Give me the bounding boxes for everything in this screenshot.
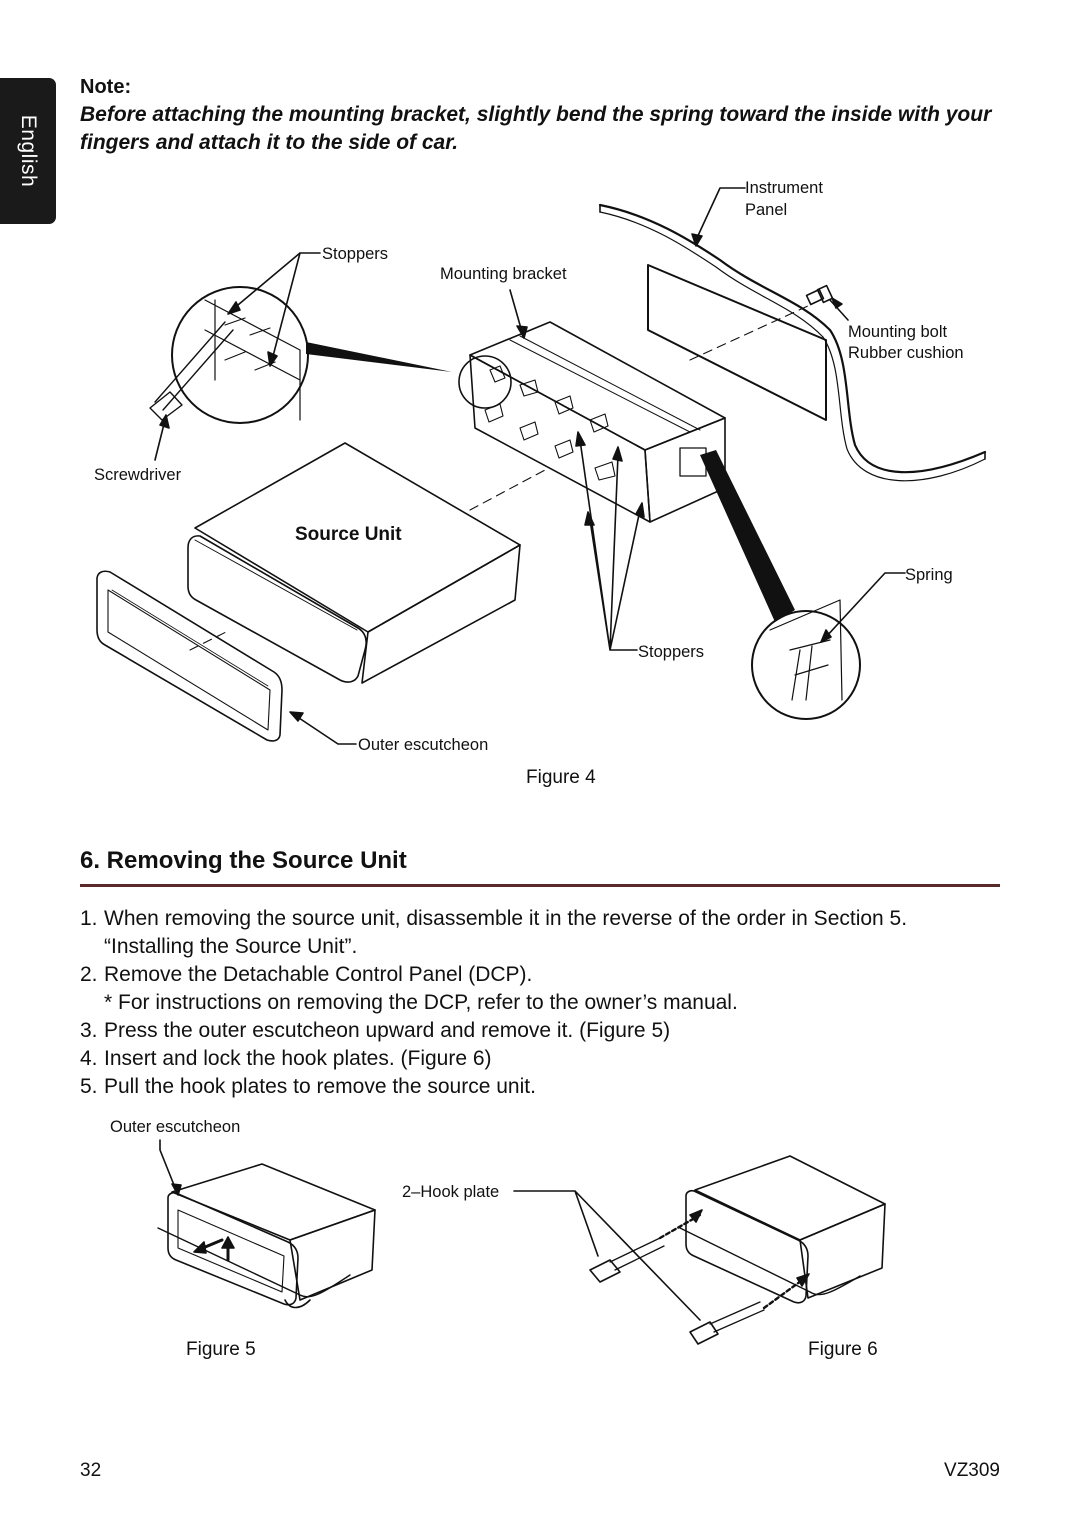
language-side-tab: English: [0, 78, 56, 224]
fig6-label-hook-plate: 2–Hook plate: [402, 1183, 499, 1201]
step-number: [80, 933, 104, 961]
fig5-label-outer-escutcheon: Outer escutcheon: [110, 1118, 240, 1136]
mounting-bolt-icon: [805, 284, 834, 306]
label-mounting-bolt: Mounting bolt: [848, 323, 947, 341]
step-item: 4. Insert and lock the hook plates. (Fig…: [80, 1045, 1010, 1073]
label-screwdriver: Screwdriver: [94, 466, 182, 484]
step-item: * For instructions on removing the DCP, …: [80, 989, 1010, 1017]
step-text: Press the outer escutcheon upward and re…: [104, 1019, 671, 1042]
figure-4-caption: Figure 4: [526, 767, 596, 788]
figure-5-unit-drawing: [157, 1163, 376, 1309]
section-title: 6. Removing the Source Unit: [80, 847, 407, 874]
source-unit-drawing: [187, 442, 521, 684]
step-item: 5. Pull the hook plates to remove the so…: [80, 1073, 1010, 1101]
hook-plate-lower-drawing: [689, 1273, 810, 1345]
page-number: 32: [80, 1460, 102, 1481]
label-mounting-bracket: Mounting bracket: [440, 265, 567, 283]
label-spring: Spring: [905, 566, 953, 584]
figure-4-illustration: Instrument Panel Stoppers Mounting brack…: [94, 179, 987, 788]
step-text: Pull the hook plates to remove the sourc…: [104, 1075, 536, 1098]
step-item: 1. When removing the source unit, disass…: [80, 905, 1010, 933]
step-text: Insert and lock the hook plates. (Figure…: [104, 1047, 492, 1070]
label-instrument-line1: Instrument: [745, 179, 823, 197]
step-item: 2. Remove the Detachable Control Panel (…: [80, 961, 1010, 989]
outer-escutcheon-drawing: [96, 570, 283, 742]
note-heading: Note:: [80, 76, 132, 98]
step-text: Remove the Detachable Control Panel (DCP…: [104, 963, 533, 986]
figures-5-6-illustration: Outer escutcheon 2–Hook plate Figure 5 F…: [110, 1118, 886, 1360]
step-item: “Installing the Source Unit”.: [80, 933, 1010, 961]
label-rubber-cushion: Rubber cushion: [848, 344, 964, 362]
note-text-line-1: Before attaching the mounting bracket, s…: [80, 103, 992, 126]
removal-steps-list: 1. When removing the source unit, disass…: [80, 905, 1010, 1101]
step-text: When removing the source unit, disassemb…: [104, 907, 908, 930]
note-text-line-2: fingers and attach it to the side of car…: [80, 131, 459, 154]
label-stoppers-bottom: Stoppers: [638, 643, 704, 661]
screwdriver-drawing: [149, 321, 234, 421]
label-source-unit: Source Unit: [295, 524, 402, 545]
step-text: * For instructions on removing the DCP, …: [104, 991, 738, 1014]
model-number: VZ309: [944, 1460, 1000, 1481]
section-divider: [80, 884, 1000, 887]
step-number: 4.: [80, 1047, 98, 1070]
step-number: [80, 989, 104, 1017]
label-stoppers-top: Stoppers: [322, 245, 388, 263]
step-item: 3. Press the outer escutcheon upward and…: [80, 1017, 1010, 1045]
mounting-bracket-drawing: [469, 321, 726, 523]
step-number: 5.: [80, 1075, 98, 1098]
figure-5-caption: Figure 5: [186, 1339, 256, 1360]
label-instrument-line2: Panel: [745, 201, 787, 219]
figure-6-unit-drawing: [679, 1155, 886, 1304]
step-number: 1.: [80, 907, 98, 930]
step-number: 3.: [80, 1019, 98, 1042]
figure-6-caption: Figure 6: [808, 1339, 878, 1360]
note-text: Before attaching the mounting bracket, s…: [80, 101, 1080, 157]
label-outer-escutcheon: Outer escutcheon: [358, 736, 488, 754]
step-text: “Installing the Source Unit”.: [104, 935, 358, 958]
step-number: 2.: [80, 963, 98, 986]
